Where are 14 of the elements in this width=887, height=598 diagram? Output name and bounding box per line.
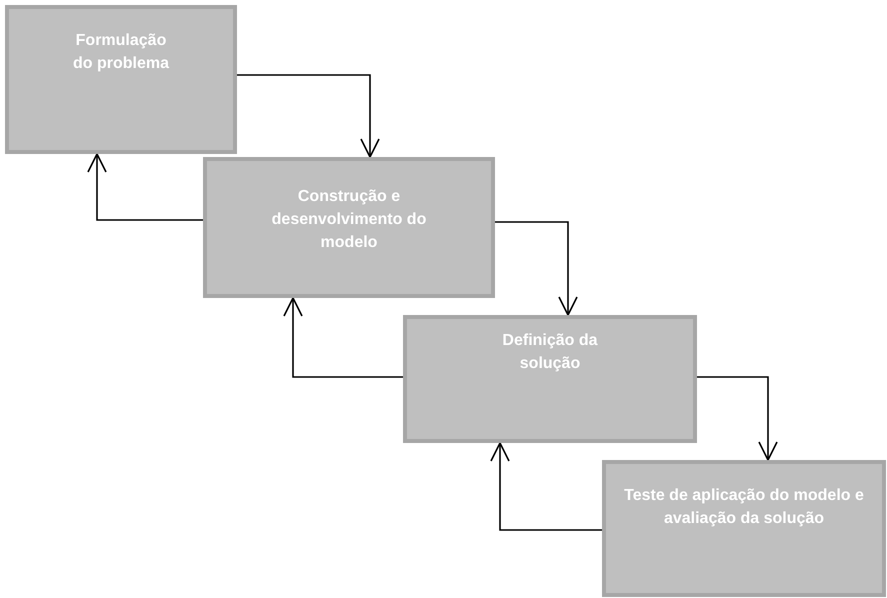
process-box (5, 5, 237, 154)
process-box (403, 315, 697, 443)
arrow (490, 442, 602, 531)
process-box (203, 157, 495, 298)
arrow (495, 221, 578, 316)
box-label: Teste de aplicação do modelo e avaliação da solução (623, 486, 865, 530)
box-label: Construção e desenvolvimento do modelo (270, 187, 428, 254)
arrow (283, 297, 403, 378)
arrow (697, 376, 778, 461)
box-label: Definição da solução (501, 331, 599, 374)
arrow (237, 74, 380, 158)
arrow (87, 153, 203, 221)
process-box (602, 460, 886, 597)
box-label: Formulação do problema (72, 31, 170, 74)
